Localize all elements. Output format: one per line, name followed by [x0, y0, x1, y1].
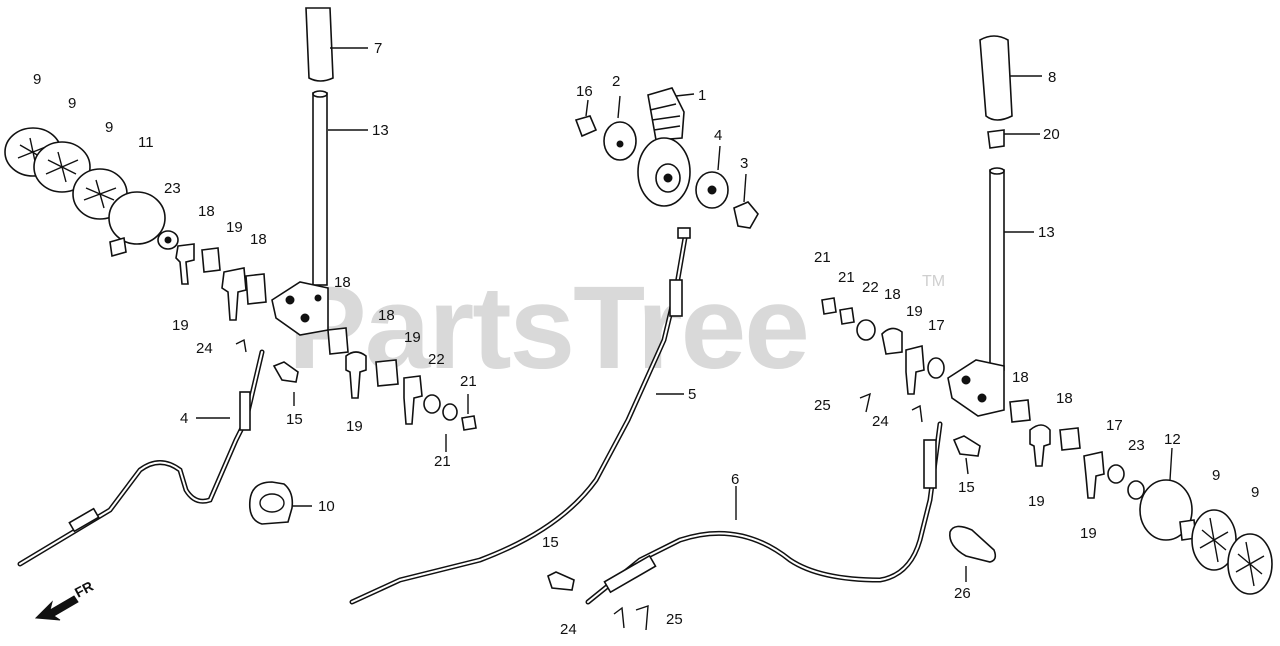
callout-19f: 19 [1028, 493, 1045, 510]
callout-2: 2 [612, 73, 620, 90]
bracket-right [947, 359, 1005, 417]
right-assembly [821, 35, 1273, 595]
callout-13-left: 13 [372, 122, 389, 139]
spring-3 [733, 201, 759, 229]
leader-lines [196, 47, 1173, 582]
callout-18b: 18 [250, 231, 267, 248]
callout-18g: 18 [1056, 390, 1073, 407]
grommet-10 [248, 481, 294, 525]
bracket-left [271, 281, 329, 336]
callout-25a: 25 [814, 397, 831, 414]
callout-3: 3 [740, 155, 748, 172]
callout-6: 6 [731, 471, 739, 488]
callout-21a: 21 [460, 373, 477, 390]
arrow-icon [34, 595, 79, 621]
callout-19d: 19 [346, 418, 363, 435]
screw-20 [987, 129, 1005, 149]
callout-19c: 19 [404, 329, 421, 346]
callout-23b: 23 [1128, 437, 1145, 454]
bolt-15-center [547, 571, 575, 591]
knob-8 [979, 35, 1013, 121]
bolt-15-right [952, 435, 981, 457]
cable-4 [17, 349, 265, 567]
callout-5: 5 [688, 386, 696, 403]
callout-12: 12 [1164, 431, 1181, 448]
callouts: 1 2 3 4 4 5 6 7 8 9 9 9 9 9 10 11 12 13 … [33, 40, 1259, 638]
callout-19g: 19 [1080, 525, 1097, 542]
callout-10: 10 [318, 498, 335, 515]
callout-24c: 24 [560, 621, 577, 638]
callout-25b: 25 [666, 611, 683, 628]
callout-9d: 9 [1212, 467, 1220, 484]
callout-19e: 19 [906, 303, 923, 320]
callout-24a: 24 [196, 340, 213, 357]
callout-21c: 21 [814, 249, 831, 266]
watermark-trademark: TM [922, 273, 945, 290]
callout-18d: 18 [378, 307, 395, 324]
bolt-15-left [272, 361, 299, 383]
callout-22a: 22 [428, 351, 445, 368]
callout-18e: 18 [884, 286, 901, 303]
callout-23a: 23 [164, 180, 181, 197]
callout-15-center: 15 [542, 534, 559, 551]
callout-9e: 9 [1251, 484, 1259, 501]
callout-4-center: 4 [714, 127, 722, 144]
callout-17a: 17 [928, 317, 945, 334]
lever-rod-13-right [989, 169, 1005, 371]
callout-18c: 18 [334, 274, 351, 291]
callout-9a: 9 [33, 71, 41, 88]
callout-4-left: 4 [180, 410, 188, 427]
callout-16: 16 [576, 83, 593, 100]
callout-1: 1 [698, 87, 706, 104]
left-assembly [4, 7, 477, 567]
callout-9c: 9 [105, 119, 113, 136]
plate-11 [108, 191, 166, 245]
callout-24b: 24 [872, 413, 889, 430]
callout-9b: 9 [68, 95, 76, 112]
callout-15-right: 15 [958, 479, 975, 496]
band-26 [949, 525, 997, 563]
callout-18a: 18 [198, 203, 215, 220]
callout-20: 20 [1043, 126, 1060, 143]
callout-18f: 18 [1012, 369, 1029, 386]
callout-17b: 17 [1106, 417, 1123, 434]
callout-15-left: 15 [286, 411, 303, 428]
front-direction-arrow: FR [34, 578, 96, 621]
callout-8: 8 [1048, 69, 1056, 86]
callout-21b: 21 [434, 453, 451, 470]
callout-26: 26 [954, 585, 971, 602]
watermark-text: PartsTree [288, 262, 808, 394]
lever-rod-13 [312, 92, 328, 286]
callout-19a: 19 [226, 219, 243, 236]
front-label: FR [72, 578, 96, 601]
knob-7 [305, 7, 334, 82]
callout-19b: 19 [172, 317, 189, 334]
callout-21d: 21 [838, 269, 855, 286]
callout-7: 7 [374, 40, 382, 57]
center-assembly [349, 87, 943, 631]
nut-16 [574, 115, 598, 138]
callout-13-right: 13 [1038, 224, 1055, 241]
plate-12 [1139, 479, 1193, 541]
callout-22b: 22 [862, 279, 879, 296]
callout-11: 11 [138, 134, 154, 151]
